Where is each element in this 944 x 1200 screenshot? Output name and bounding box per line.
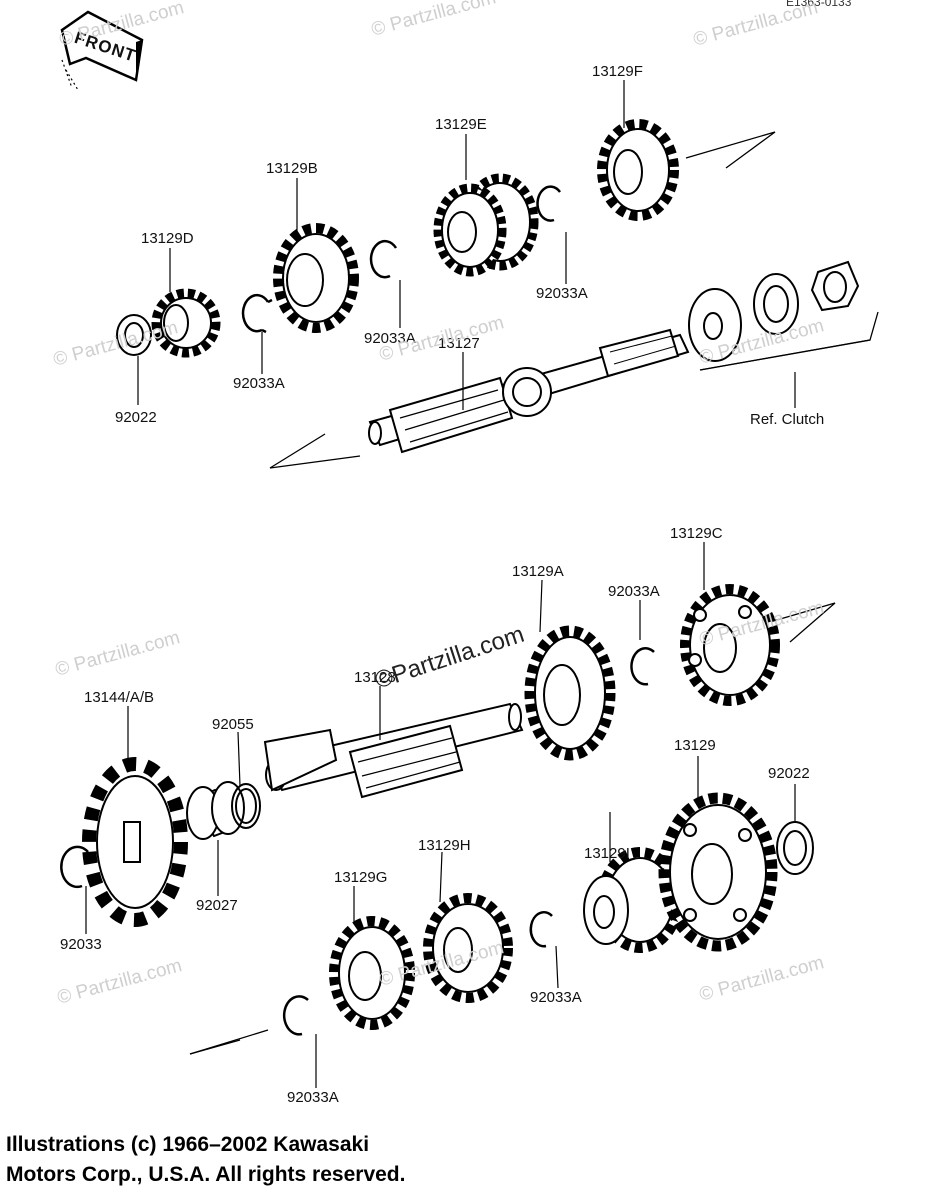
label-13129G: 13129G	[334, 869, 388, 886]
front-arrow-icon	[60, 10, 144, 91]
label-13129A: 13129A	[512, 563, 564, 580]
label-92033A-1: 92033A	[233, 375, 285, 392]
gear-13129	[658, 792, 778, 952]
label-13128: 13128	[354, 669, 396, 686]
label-92027: 92027	[196, 897, 238, 914]
label-13129B: 13129B	[266, 160, 318, 177]
label-92033A-3: 92033A	[536, 285, 588, 302]
label-13129C: 13129C	[670, 525, 723, 542]
label-13129I: 13129I	[584, 845, 630, 862]
gear-13129F	[597, 119, 679, 221]
circlip-92033	[60, 845, 89, 889]
gear-13129D	[151, 288, 221, 358]
label-92022-top: 92022	[115, 409, 157, 426]
clutch-parts	[688, 260, 860, 362]
circlip-92033A-1	[241, 293, 273, 334]
oring-92055	[231, 783, 261, 829]
copyright-line-2: Motors Corp., U.S.A. All rights reserved…	[6, 1163, 406, 1186]
gear-13129A	[524, 625, 616, 761]
copyright-line-1: Illustrations (c) 1966–2002 Kawasaki	[6, 1133, 370, 1156]
gear-13129I	[583, 847, 683, 953]
label-13129D: 13129D	[141, 230, 194, 247]
gear-13129G	[329, 916, 415, 1030]
circlip-92033A-5	[529, 911, 553, 948]
label-13129E: 13129E	[435, 116, 487, 133]
label-92033A-4: 92033A	[608, 583, 660, 600]
label-92033: 92033	[60, 936, 102, 953]
label-13127: 13127	[438, 335, 480, 352]
label-13129: 13129	[674, 737, 716, 754]
gear-13129H	[423, 893, 513, 1003]
shaft-13128	[263, 702, 524, 799]
figure-code: E1363-0133	[786, 0, 852, 9]
gear-13129E	[433, 173, 539, 277]
label-92033A-2: 92033A	[364, 330, 416, 347]
copyright-notice: Illustrations (c) 1966–2002 Kawasaki Mot…	[6, 1130, 405, 1190]
label-92022-bottom: 92022	[768, 765, 810, 782]
gear-13129B	[273, 223, 359, 333]
sprocket-13144	[82, 757, 188, 927]
circlip-92033A-2	[369, 239, 398, 279]
washer-92022-bottom	[776, 821, 814, 875]
label-ref-clutch: Ref. Clutch	[750, 411, 825, 428]
circlip-92033A-3	[536, 185, 562, 222]
label-13129H: 13129H	[418, 837, 471, 854]
label-92033A-5: 92033A	[530, 989, 582, 1006]
gear-13129C	[680, 584, 780, 706]
circlip-92033A-6	[282, 995, 309, 1036]
guide-lines-lower	[189, 602, 836, 1055]
leader-lines	[85, 80, 871, 1088]
label-13144: 13144/A/B	[84, 689, 155, 706]
collar-92027	[186, 781, 245, 840]
label-92055: 92055	[212, 716, 254, 733]
washer-92022-top	[116, 314, 152, 356]
label-92033A-6: 92033A	[287, 1089, 339, 1106]
shaft-13127	[368, 328, 690, 454]
label-13129F: 13129F	[592, 63, 643, 80]
circlip-92033A-4	[630, 647, 655, 686]
